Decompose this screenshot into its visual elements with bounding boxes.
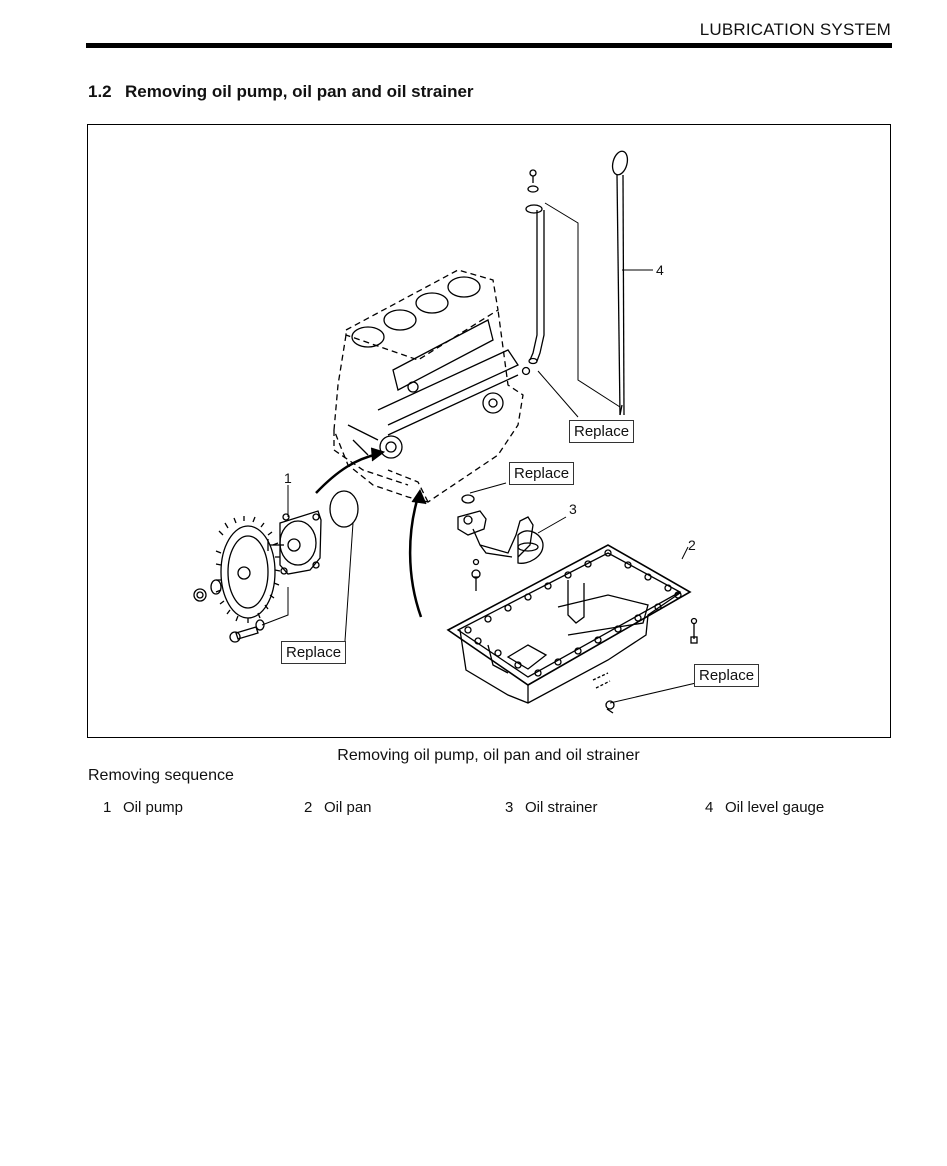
pump-install-arrow bbox=[315, 452, 379, 494]
section-heading: 1.2 Removing oil pump, oil pan and oil st… bbox=[88, 82, 474, 102]
callout-1: 1 bbox=[284, 470, 292, 486]
callout-leader-lines bbox=[261, 370, 697, 704]
strainer-install-arrow bbox=[408, 496, 423, 618]
sequence-item-oil-strainer: 3 Oil strainer bbox=[505, 799, 598, 816]
section-number: 1.2 bbox=[88, 82, 112, 101]
removing-sequence-title: Removing sequence bbox=[88, 767, 234, 784]
replace-label-strainer-o-ring: Replace bbox=[509, 462, 575, 485]
sequence-item-number: 3 bbox=[505, 799, 514, 816]
sequence-item-oil-level-gauge: 4 Oil level gauge bbox=[705, 799, 824, 816]
exploded-view-figure: 1 2 3 4 Replace Replace Replace Replace bbox=[87, 124, 891, 738]
dipstick-drawing bbox=[611, 150, 629, 416]
oil-pan-drawing bbox=[446, 544, 692, 704]
sequence-item-label: Oil strainer bbox=[525, 799, 598, 816]
replace-label-oil-pan: Replace bbox=[694, 664, 760, 687]
sequence-item-oil-pan: 2 Oil pan bbox=[304, 799, 372, 816]
sequence-item-number: 4 bbox=[705, 799, 714, 816]
engine-block-detail bbox=[347, 276, 519, 459]
header-rule bbox=[86, 43, 892, 48]
strainer-o-ring-drawing bbox=[461, 494, 475, 504]
sequence-item-number: 1 bbox=[103, 799, 112, 816]
sequence-item-label: Oil pump bbox=[123, 799, 184, 816]
sequence-item-label: Oil pan bbox=[324, 799, 372, 816]
callout-2: 2 bbox=[688, 537, 696, 553]
replace-label-guide-tube: Replace bbox=[569, 420, 635, 443]
removing-sequence-list: 1 Oil pump 2 Oil pan 3 Oil strainer 4 Oil le… bbox=[0, 799, 947, 819]
callout-3: 3 bbox=[569, 501, 577, 517]
figure-caption: Removing oil pump, oil pan and oil strai… bbox=[337, 747, 640, 764]
oil-pump-drawing bbox=[215, 510, 322, 623]
sequence-item-label: Oil level gauge bbox=[725, 799, 825, 816]
section-title: Removing oil pump, oil pan and oil strai… bbox=[125, 82, 474, 101]
header-title: LUBRICATION SYSTEM bbox=[699, 20, 891, 39]
sequence-item-number: 2 bbox=[304, 799, 313, 816]
replace-label-pump-o-ring: Replace bbox=[281, 641, 347, 664]
exploded-view-illustration bbox=[193, 150, 698, 714]
oil-strainer-drawing bbox=[457, 510, 544, 591]
oil-guide-tube-drawing bbox=[521, 169, 545, 376]
callout-4: 4 bbox=[656, 262, 664, 278]
pump-o-ring-drawing bbox=[329, 490, 359, 528]
pump-fasteners-drawing bbox=[193, 579, 265, 643]
pan-fasteners-drawing bbox=[605, 617, 698, 714]
sequence-item-oil-pump: 1 Oil pump bbox=[103, 799, 183, 816]
